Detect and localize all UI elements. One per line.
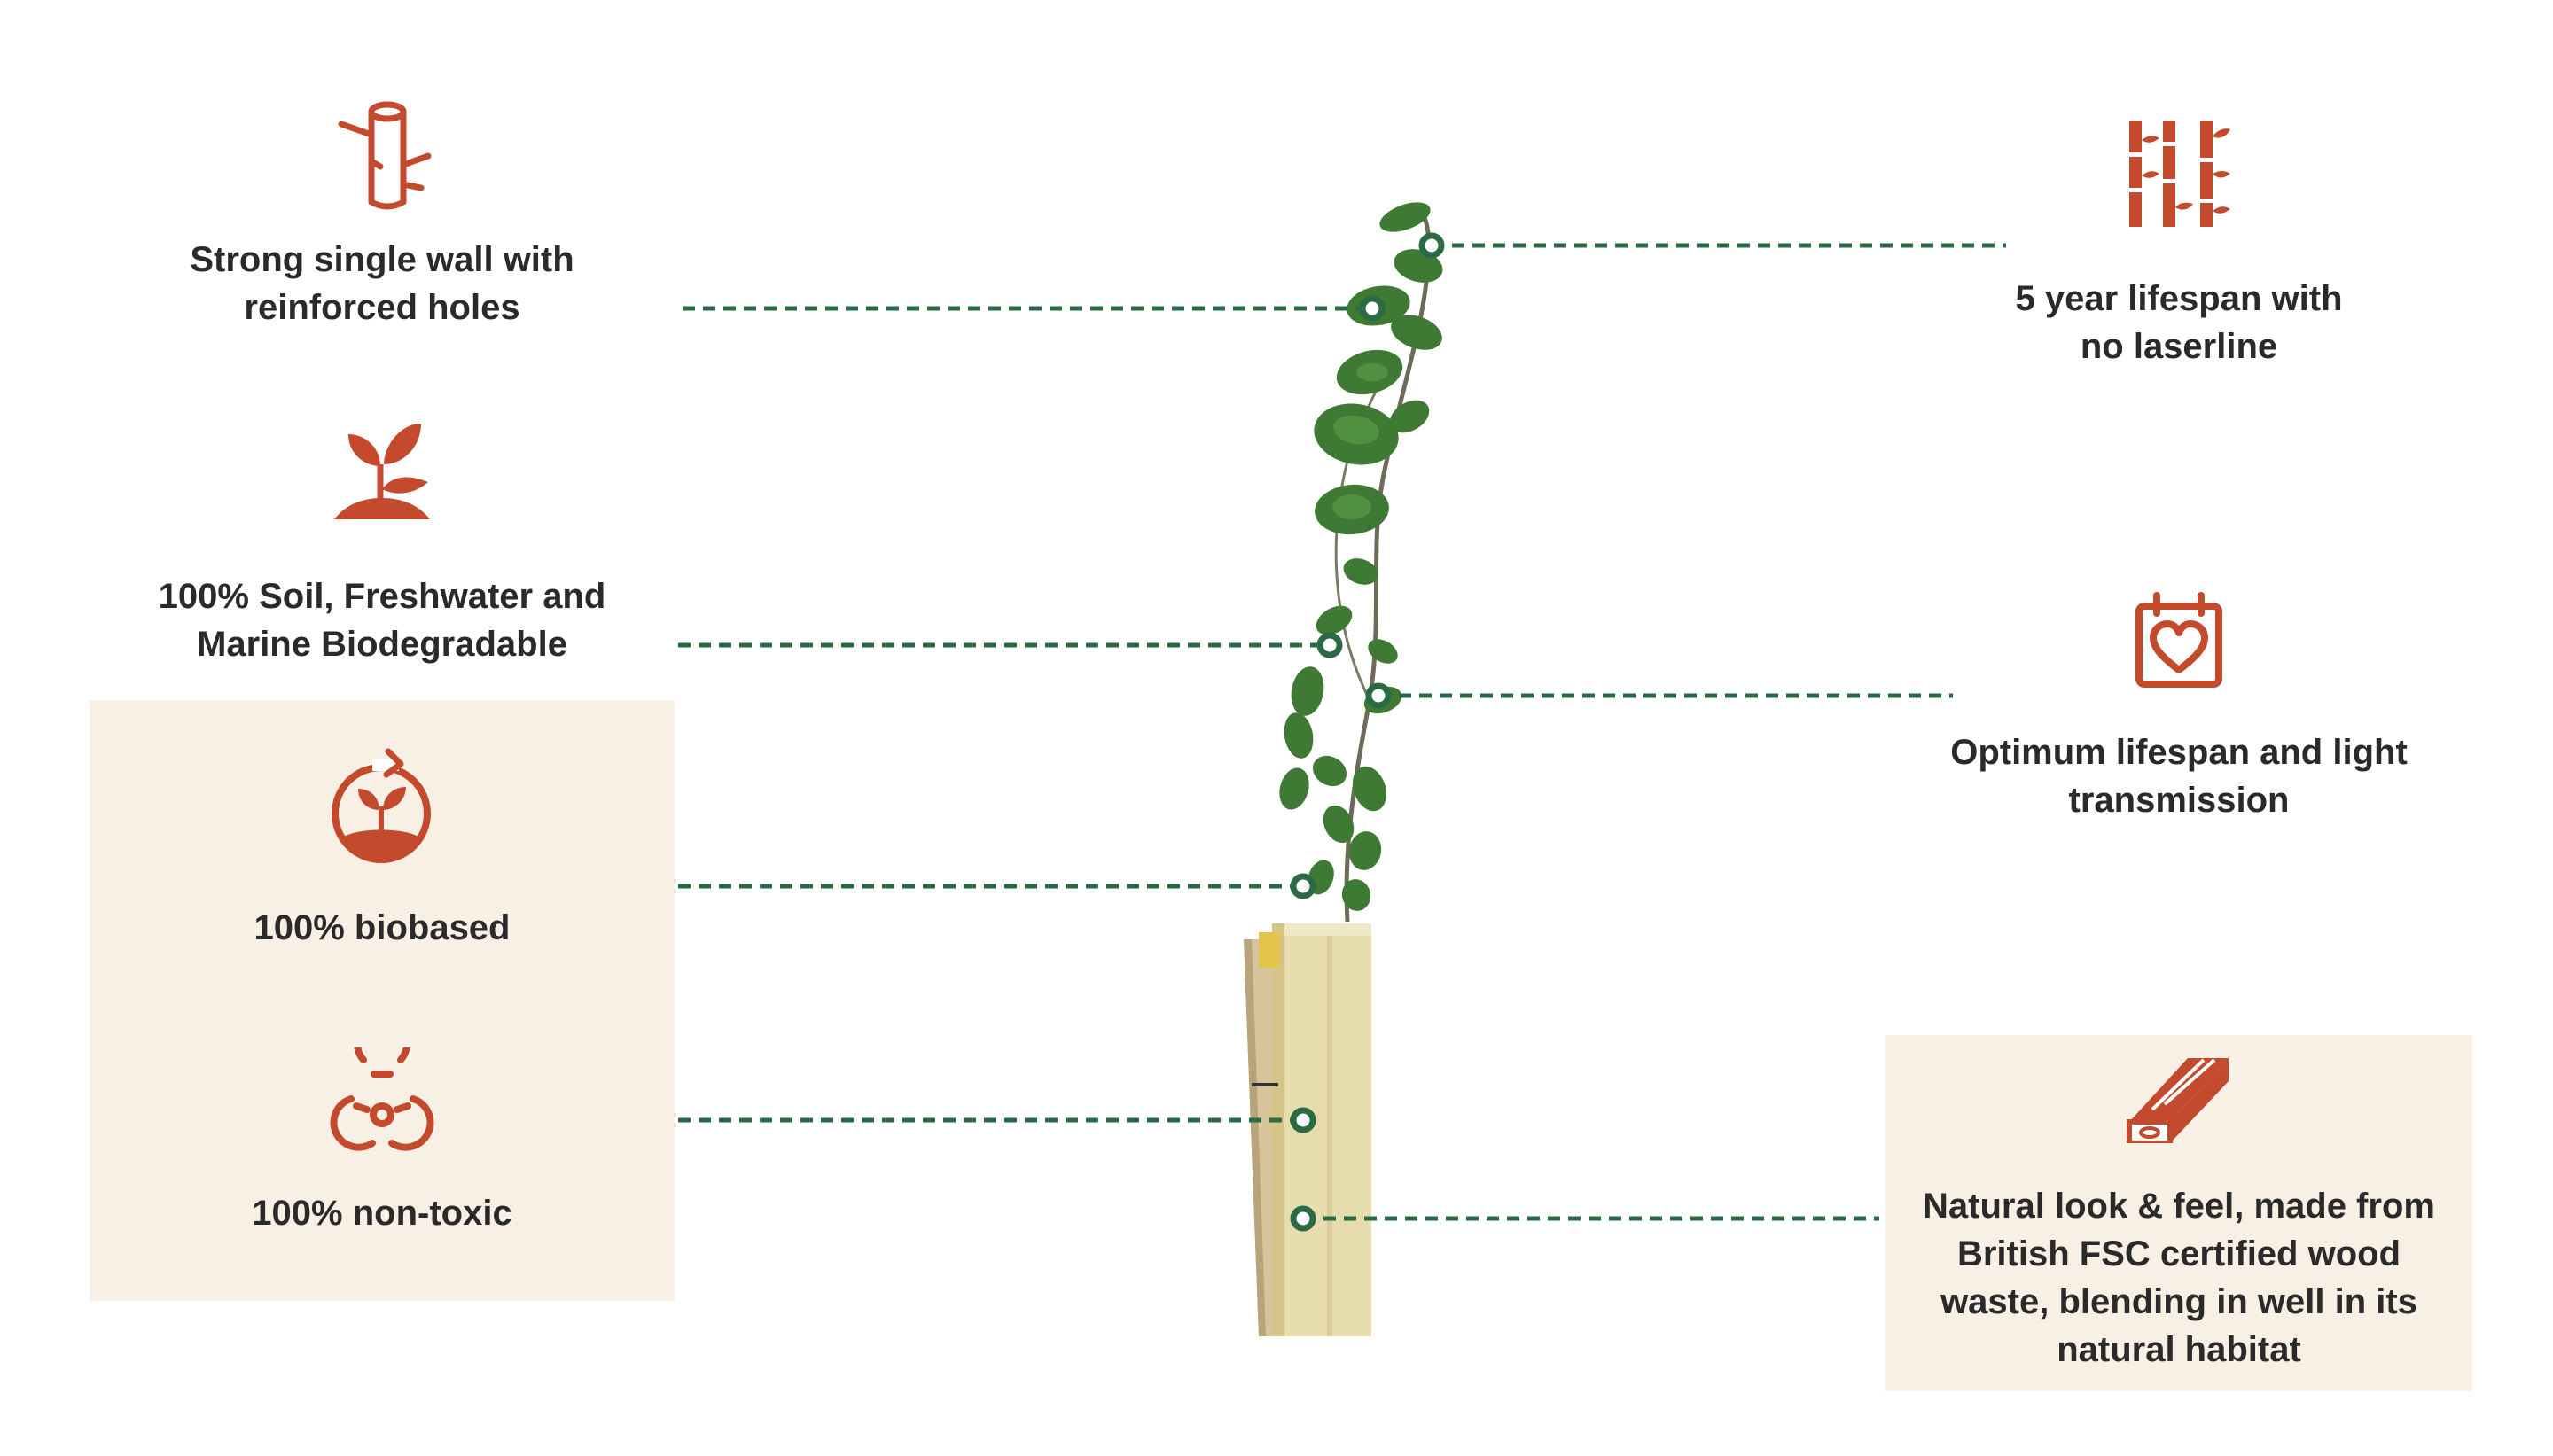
- left-highlight-panel: [90, 700, 675, 1301]
- non-toxic-label: 100% non-toxic: [252, 1194, 512, 1233]
- connector-dot-lifespan: [1418, 232, 1445, 259]
- calendar-heart-icon: [2135, 592, 2222, 688]
- strong-wall-label: Strong single wall with reinforced holes: [190, 240, 574, 327]
- feature-non-toxic: 100% non-toxic: [116, 1047, 648, 1237]
- feature-soil-biodegradable: 100% Soil, Freshwater and Marine Biodegr…: [116, 415, 648, 668]
- connector-dot-wall: [1359, 295, 1386, 322]
- feature-five-year-lifespan: 5 year lifespan with no laserline: [1913, 119, 2445, 370]
- feature-biobased: 100% biobased: [116, 744, 648, 952]
- wood-plank-icon: [2127, 1058, 2229, 1143]
- connector-dot-soil: [1316, 632, 1343, 658]
- connector-dot-nontoxic: [1290, 1107, 1316, 1133]
- light-transmission-label: Optimum lifespan and light transmission: [1950, 733, 2408, 820]
- feature-light-transmission: Optimum lifespan and light transmission: [1913, 592, 2445, 824]
- connector-dot-biobased: [1290, 873, 1316, 899]
- recycle-sprout-icon: [332, 748, 431, 863]
- feature-strong-wall: Strong single wall with reinforced holes: [116, 99, 648, 331]
- five-year-lifespan-label: 5 year lifespan with no laserline: [2015, 279, 2343, 366]
- bamboo-icon: [2126, 121, 2230, 227]
- soil-biodegradable-label: 100% Soil, Freshwater and Marine Biodegr…: [158, 577, 606, 664]
- log-icon: [338, 101, 432, 210]
- sprout-icon: [334, 424, 430, 519]
- biohazard-icon: [330, 1047, 434, 1151]
- biobased-label: 100% biobased: [254, 908, 511, 947]
- tree-tube: [1244, 923, 1371, 1336]
- connector-dot-natural: [1290, 1205, 1316, 1232]
- feature-natural-look: Natural look & feel, made from British F…: [1885, 1051, 2472, 1374]
- connector-dot-light: [1365, 682, 1392, 709]
- natural-look-label: Natural look & feel, made from British F…: [1923, 1187, 2435, 1369]
